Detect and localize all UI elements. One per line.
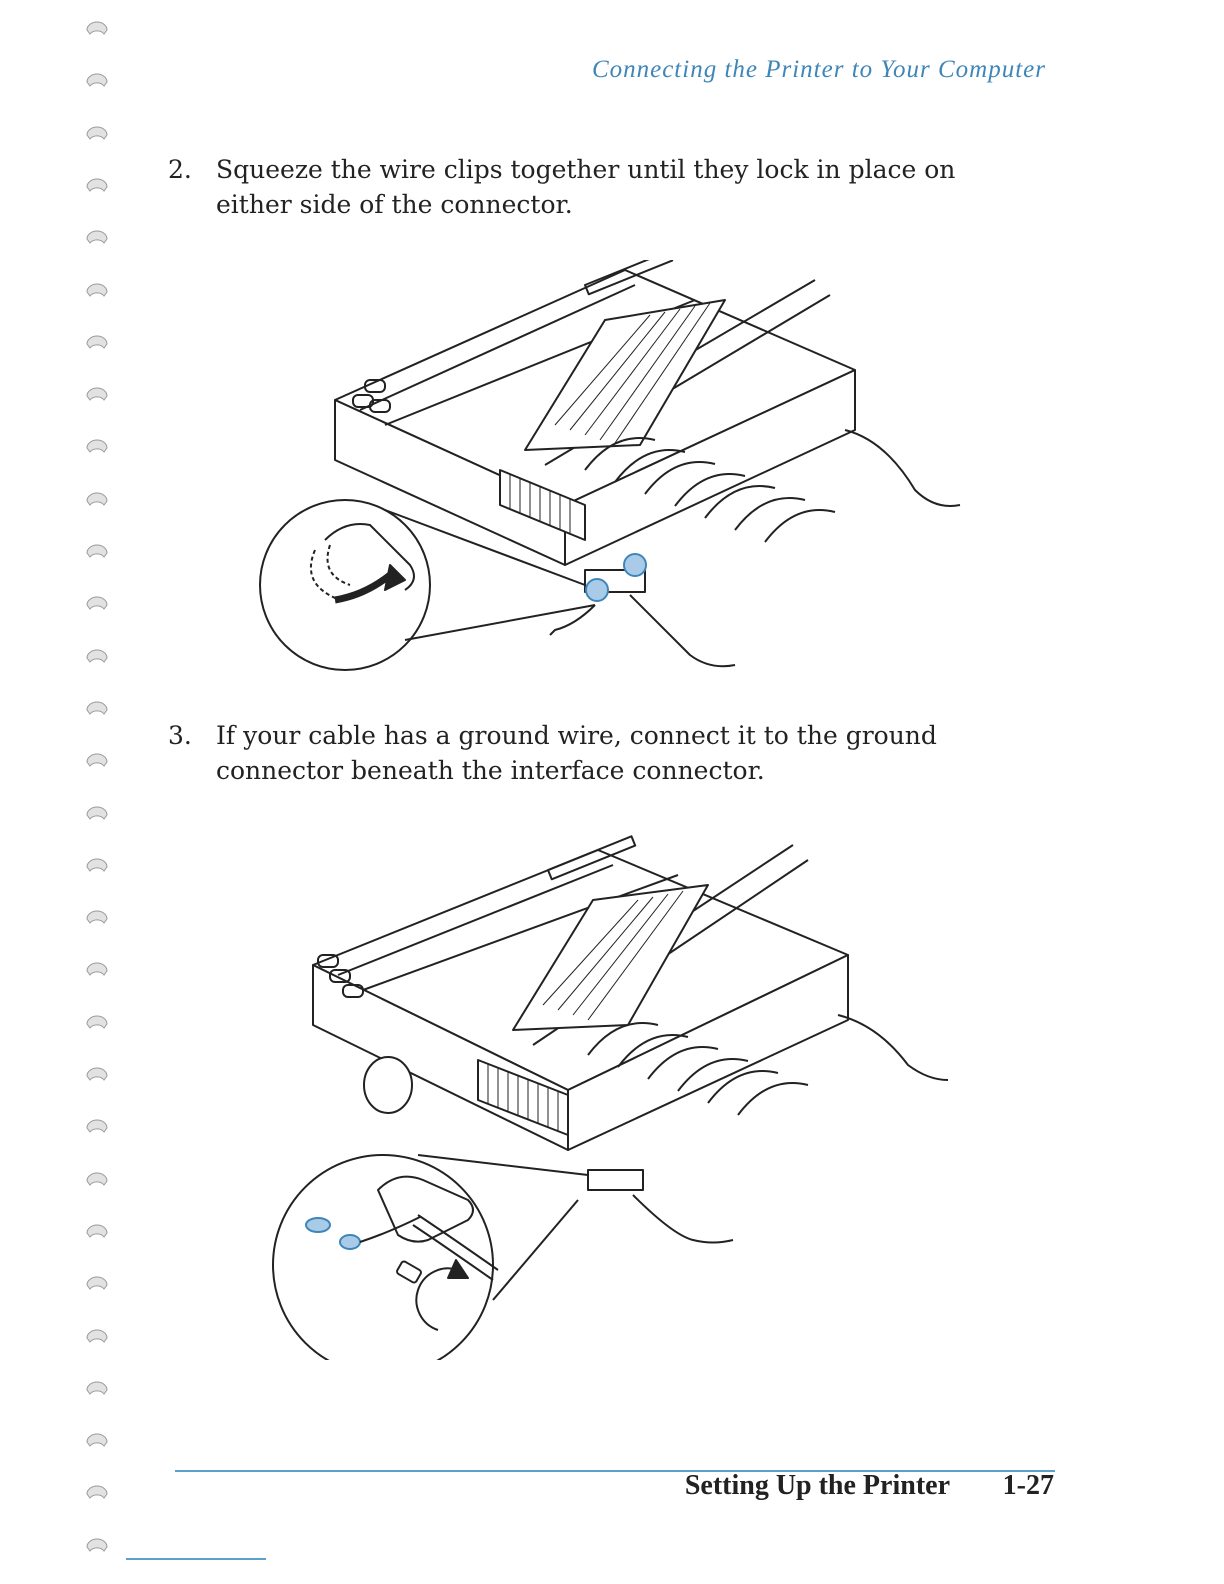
- magnified-inset: [273, 1155, 588, 1360]
- printer-ground-wire-illustration: [268, 830, 968, 1360]
- binding-hole-icon: [84, 1118, 110, 1140]
- binding-hole-icon: [84, 648, 110, 670]
- bottom-rule: [126, 1558, 266, 1560]
- step-3: 3. If your cable has a ground wire, conn…: [168, 718, 968, 788]
- binding-hole-icon: [84, 229, 110, 251]
- printer-body: [313, 836, 848, 1150]
- step-number: 2.: [168, 152, 192, 187]
- printer-wire-clip-illustration: [255, 260, 970, 680]
- binding-hole-icon: [84, 386, 110, 408]
- step-text: Squeeze the wire clips together until th…: [216, 152, 968, 222]
- binding-hole-icon: [84, 752, 110, 774]
- binding-hole-icon: [84, 857, 110, 879]
- step-text: If your cable has a ground wire, connect…: [216, 718, 968, 788]
- binding-hole-icon: [84, 282, 110, 304]
- footer-section-title: Setting Up the Printer: [685, 1470, 950, 1502]
- binding-hole-icon: [84, 125, 110, 147]
- step-2: 2. Squeeze the wire clips together until…: [168, 152, 968, 222]
- running-header: Connecting the Printer to Your Computer: [592, 56, 1046, 84]
- page-number: 1-27: [1003, 1470, 1054, 1502]
- interface-connector: [585, 554, 646, 601]
- binding-holes: [78, 0, 118, 1584]
- binding-hole-icon: [84, 20, 110, 42]
- interface-connector: [588, 1170, 643, 1190]
- binding-hole-icon: [84, 334, 110, 356]
- step-number: 3.: [168, 718, 192, 753]
- binding-hole-icon: [84, 700, 110, 722]
- binding-hole-icon: [84, 961, 110, 983]
- binding-hole-icon: [84, 491, 110, 513]
- printer-body: [335, 260, 855, 565]
- binding-hole-icon: [84, 543, 110, 565]
- binding-hole-icon: [84, 595, 110, 617]
- binding-hole-icon: [84, 1380, 110, 1402]
- binding-hole-icon: [84, 177, 110, 199]
- binding-hole-icon: [84, 909, 110, 931]
- binding-hole-icon: [84, 1223, 110, 1245]
- binding-hole-icon: [84, 805, 110, 827]
- binding-hole-icon: [84, 1432, 110, 1454]
- binding-hole-icon: [84, 1014, 110, 1036]
- binding-hole-icon: [84, 72, 110, 94]
- binding-hole-icon: [84, 1066, 110, 1088]
- binding-hole-icon: [84, 1275, 110, 1297]
- binding-hole-icon: [84, 1328, 110, 1350]
- binding-hole-icon: [84, 1537, 110, 1559]
- binding-hole-icon: [84, 438, 110, 460]
- binding-hole-icon: [84, 1171, 110, 1193]
- binding-hole-icon: [84, 1484, 110, 1506]
